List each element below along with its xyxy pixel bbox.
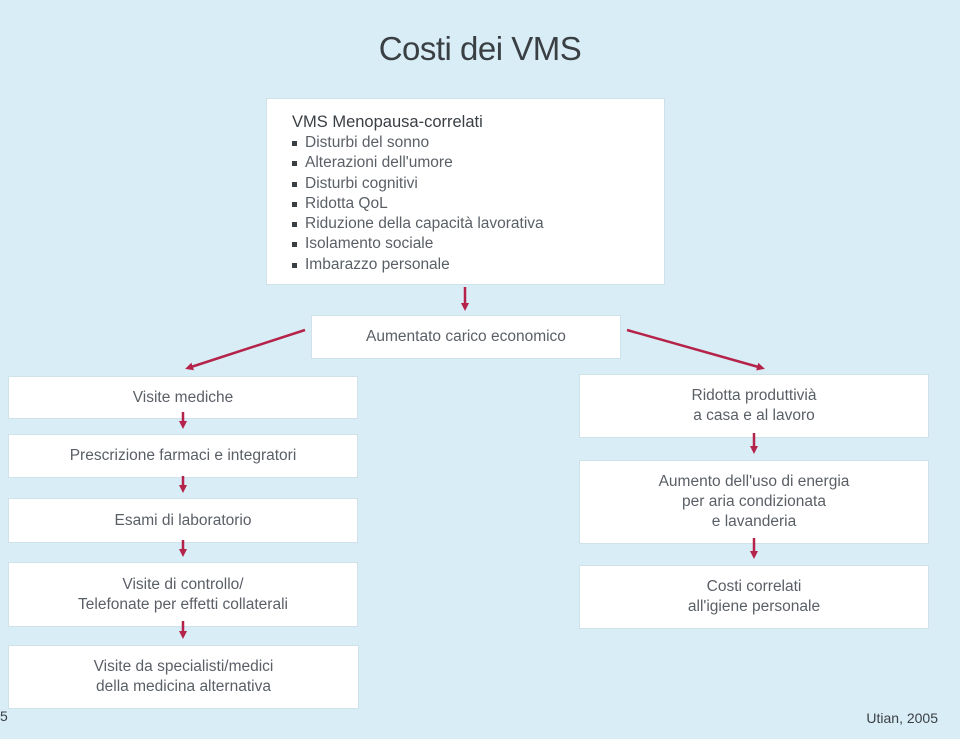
square-bullet-icon: [292, 222, 297, 228]
follow-up-visits-box: Visite di controllo/ Telefonate per effe…: [8, 562, 358, 627]
list-item: Isolamento sociale: [292, 234, 664, 254]
list-item: Disturbi cognitivi: [292, 174, 664, 194]
economic-burden-box: Aumentato carico economico: [311, 315, 621, 359]
energy-use-box: Aumento dell'uso di energia per aria con…: [579, 460, 929, 544]
list-item: Disturbi del sonno: [292, 133, 664, 153]
list-item: Alterazioni dell'umore: [292, 153, 664, 173]
square-bullet-icon: [292, 141, 297, 146]
page-number: 5: [0, 708, 8, 724]
square-bullet-icon: [292, 262, 297, 268]
arrow-center-to-left: [185, 328, 306, 371]
arrow-center-to-right: [626, 328, 765, 371]
page-title: Costi dei VMS: [378, 30, 582, 67]
square-bullet-icon: [292, 242, 297, 248]
square-bullet-icon: [292, 161, 297, 167]
square-bullet-icon: [292, 201, 297, 207]
hygiene-costs-box: Costi correlati all'igiene personale: [579, 565, 929, 629]
square-bullet-icon: [292, 181, 297, 187]
specialist-visits-box: Visite da specialisti/medici della medic…: [8, 645, 359, 709]
medical-visits-box: Visite mediche: [8, 376, 358, 419]
vms-symptoms-list: Disturbi del sonno Alterazioni dell'umor…: [292, 133, 664, 275]
vms-symptoms-heading: VMS Menopausa-correlati: [292, 113, 483, 131]
vms-symptoms-box: VMS Menopausa-correlati Disturbi del son…: [266, 98, 665, 285]
list-item: Ridotta QoL: [292, 194, 664, 214]
reduced-productivity-box: Ridotta produttivià a casa e al lavoro: [579, 374, 929, 438]
list-item: Riduzione della capacità lavorativa: [292, 214, 664, 234]
list-item: Imbarazzo personale: [292, 255, 664, 275]
citation: Utian, 2005: [866, 710, 938, 726]
